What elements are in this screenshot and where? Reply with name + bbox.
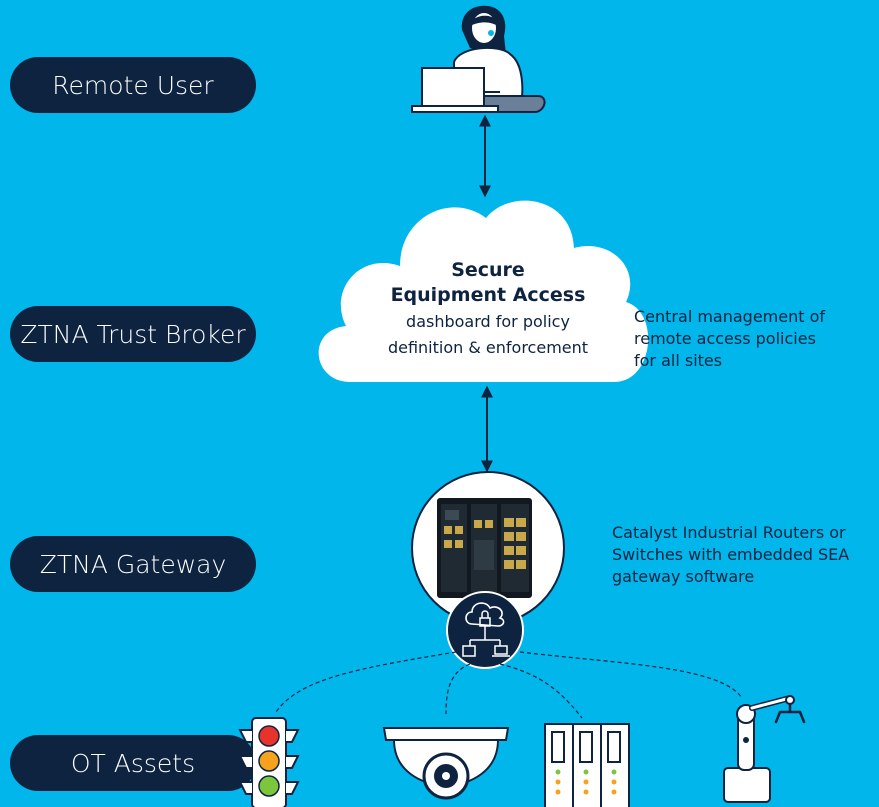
gateway-note-line: Switches with embedded SEA xyxy=(612,545,850,564)
plc-controller-icon xyxy=(544,723,630,807)
cloud-lock-network-icon xyxy=(446,591,524,669)
cloud-sub-line1: dashboard for policy xyxy=(406,312,570,331)
cloud-sub-line2: definition & enforcement xyxy=(387,338,589,357)
security-camera-icon xyxy=(382,727,510,800)
gateway-note-line: Catalyst Industrial Routers or xyxy=(612,523,846,542)
broker-note-line: Central management of xyxy=(634,307,826,326)
ztna-trust-broker-label: ZTNA Trust Broker xyxy=(10,306,256,362)
industrial-switch-icon xyxy=(411,471,565,625)
ot-assets-label: OT Assets xyxy=(10,735,256,791)
sea-cloud-text: Secure Equipment Access dashboard for po… xyxy=(363,258,613,360)
broker-note-line: remote access policies xyxy=(634,329,816,348)
ot-connections xyxy=(275,651,743,719)
remote-user-label: Remote User xyxy=(10,57,256,113)
cloud-title-line1: Secure xyxy=(451,259,525,281)
sea-cloud-shape xyxy=(318,200,649,382)
cloud-title-line2: Equipment Access xyxy=(390,284,586,306)
gateway-note: Catalyst Industrial Routers or Switches … xyxy=(612,522,849,588)
broker-note: Central management of remote access poli… xyxy=(634,306,825,372)
broker-note-line: for all sites xyxy=(634,351,723,370)
robot-arm-icon xyxy=(723,695,806,803)
ztna-gateway-label: ZTNA Gateway xyxy=(10,536,256,592)
person-laptop-icon xyxy=(411,5,546,113)
traffic-light-icon xyxy=(238,717,300,807)
gateway-note-line: gateway software xyxy=(612,567,755,586)
